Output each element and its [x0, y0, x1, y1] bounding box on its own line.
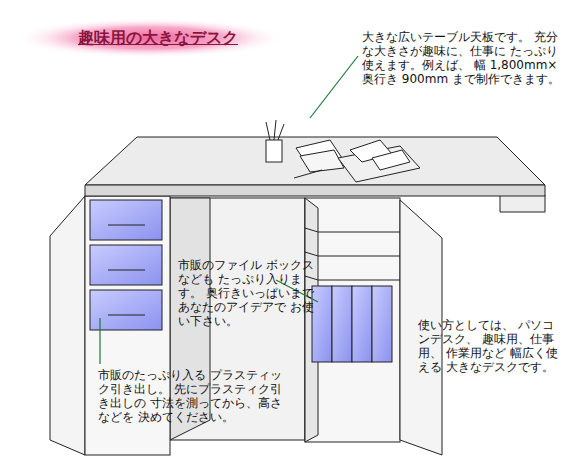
tabletop-note: 大きな広いテーブル天板です。 充分な大きさが趣味に、仕事に たっぷり使えます。例… — [362, 30, 562, 86]
title-glow — [15, 18, 285, 58]
file-box-note: 市販のファイル ボックスなども たっぷり入ります。 奥行きいっぱいまで あなたの… — [178, 258, 316, 328]
usage-note: 使い方としては、 パソコンデスク、 趣味用、仕事用、 作業用など 幅広く使える … — [418, 318, 563, 374]
leader-lines — [100, 56, 358, 364]
title: 趣味用の大きなデスク — [78, 28, 238, 49]
desk — [50, 120, 545, 455]
drawer-note: 市販のたっぷり入る プラスティック引き出し。 先にプラスティク引き出しの 寸法を… — [98, 368, 288, 424]
